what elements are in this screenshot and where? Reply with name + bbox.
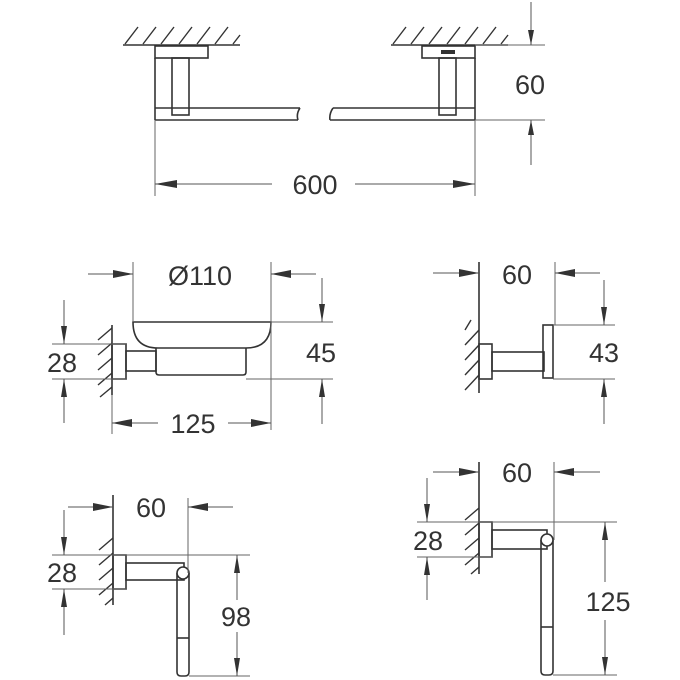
dimension-label: 600	[292, 170, 337, 200]
dimension-label: 28	[47, 348, 77, 378]
paper-holder-view: 60 28 98	[47, 493, 251, 677]
dimension-label: 60	[502, 458, 532, 488]
dimension-label: 45	[306, 338, 336, 368]
towel-rail-view: 60 600	[123, 2, 545, 200]
wall-hatch-icon	[97, 327, 113, 398]
dimension-label: 125	[585, 587, 630, 617]
dimension-label: 43	[589, 338, 619, 368]
dimension-label: 60	[502, 260, 532, 290]
dimension-label: 28	[47, 558, 77, 588]
wall-hatch-icon	[464, 507, 480, 575]
wall-hatch-icon	[391, 26, 509, 46]
wall-hatch-icon	[123, 26, 241, 46]
dimension-label: 125	[170, 409, 215, 439]
dimension-label: 60	[136, 493, 166, 523]
dimension-label: 98	[221, 602, 251, 632]
wall-hatch-icon	[98, 537, 114, 606]
towel-holder-view: 60 28 125	[413, 458, 631, 676]
dimension-label: 28	[413, 526, 443, 556]
wall-hatch-icon	[464, 319, 480, 391]
robe-hook-view: 60 43	[433, 260, 619, 424]
dimension-label: Ø110	[168, 261, 232, 291]
soap-dish-view: Ø110 45 28 125	[47, 261, 336, 439]
dimension-label: 60	[515, 70, 545, 100]
